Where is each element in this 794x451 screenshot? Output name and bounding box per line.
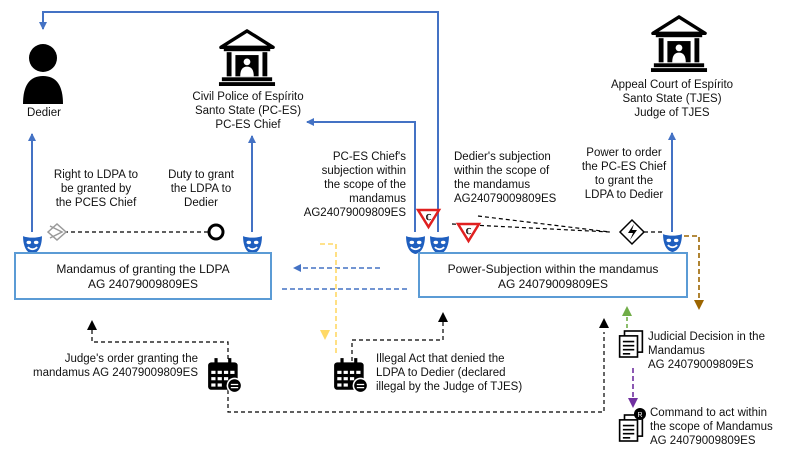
arrow-green-up [622, 306, 632, 316]
duty-label-line-3: Dedier [184, 197, 218, 209]
police-label-line-1: Civil Police of Espírito [192, 91, 304, 103]
right-label: Right to LDPA to be granted by the PCES … [40, 168, 152, 210]
arrow-brown-head [694, 300, 704, 310]
command-label: Command to act within the scope of Manda… [650, 406, 790, 448]
police-label-line-3: PC-ES Chief [215, 119, 281, 131]
mandamus-box-line-1: Mandamus of granting the LDPA [56, 262, 230, 276]
arrow-chief-subjection-to-police [306, 118, 416, 232]
line-illegal-black [351, 322, 444, 361]
chief-subjection-label: PC-ES Chief's subjection within the scop… [290, 150, 406, 220]
dedier-subjection-line-4: AG24079009809ES [454, 193, 557, 205]
power-label-line-1: Power to order [586, 147, 662, 159]
dedier-label: Dedier [27, 107, 61, 119]
power-bolt-icon [628, 224, 637, 240]
judicial-decision-line-2: Mandamus [648, 345, 705, 357]
duty-label: Duty to grant the LDPA to Dedier [156, 168, 246, 210]
police-label: Civil Police of Espírito Santo State (PC… [180, 90, 316, 132]
command-line-2: the scope of Mandamus [650, 421, 773, 433]
line-brown [684, 235, 700, 306]
subjection-triangle-icon-2 [455, 222, 482, 244]
line-subjection-power-2 [477, 215, 611, 233]
police-label-line-2: Santo State (PC-ES) [194, 105, 302, 117]
arrow-judge-order [87, 320, 97, 330]
right-chevron-icon [49, 225, 64, 239]
judicial-decision-document-icon [618, 330, 644, 358]
dedier-subjection-line-2: within the scope of [454, 165, 550, 177]
mandamus-box: Mandamus of granting the LDPA AG 2407900… [14, 252, 272, 300]
arrow-yellow-down [320, 330, 330, 340]
power-label-line-3: to grant the [594, 175, 654, 187]
command-line-1: Command to act within [650, 407, 767, 419]
court-label-line-2: Santo State (TJES) [622, 93, 722, 105]
right-label-line-2: be granted by [60, 183, 132, 195]
mandamus-box-line-2: AG 24079009809ES [87, 277, 199, 291]
illegal-act-label: Illegal Act that denied the LDPA to Dedi… [376, 352, 556, 394]
court-building-icon [650, 15, 708, 72]
chief-subjection-line-1: PC-ES Chief's [332, 151, 406, 163]
dedier-subjection-label: Dedier's subjection within the scope of … [454, 150, 572, 206]
power-holder-mask-icon [662, 233, 683, 253]
power-label: Power to order the PC-ES Chief to grant … [570, 146, 678, 202]
power-subjection-box: Power-Subjection within the mandamus AG … [418, 252, 688, 298]
right-label-line-1: Right to LDPA to [53, 169, 139, 181]
right-label-line-3: the PCES Chief [55, 197, 137, 209]
arrow-bottom-loop [599, 318, 609, 328]
illegal-act-line-3: illegal by the Judge of TJES) [376, 381, 523, 393]
judicial-decision-line-1: Judicial Decision in the [648, 331, 765, 343]
subjection-triangle-icon-1 [415, 208, 442, 230]
judge-order-label: Judge's order granting the mandamus AG 2… [30, 352, 198, 380]
chief-subjection-line-5: AG24079009809ES [303, 207, 406, 219]
duty-label-line-1: Duty to grant [168, 169, 234, 181]
line-subjection-power [451, 223, 611, 233]
judge-order-calendar-icon [207, 357, 244, 394]
illegal-act-line-1: Illegal Act that denied the [376, 353, 505, 365]
court-label: Appeal Court of Espírito Santo State (TJ… [602, 78, 742, 120]
command-line-3: AG 24079009809ES [650, 435, 756, 447]
subjection-triangle-mark-1: ℂ [426, 213, 432, 222]
court-label-line-1: Appeal Court of Espírito [610, 79, 734, 91]
power-label-line-2: the PC-ES Chief [581, 161, 667, 173]
duty-circle-icon [207, 223, 225, 241]
subjection-triangle-mark-2: ℂ [466, 227, 472, 236]
command-document-icon: R [618, 408, 646, 442]
line-illegal-act [320, 243, 337, 354]
illegal-act-line-2: LDPA to Dedier (declared [376, 367, 506, 379]
judge-order-line-1: Judge's order granting the [64, 353, 198, 365]
police-building-icon [218, 29, 276, 86]
person-icon [23, 44, 63, 104]
judicial-decision-label: Judicial Decision in the Mandamus AG 240… [648, 330, 788, 372]
power-subjection-box-line-1: Power-Subjection within the mandamus [447, 262, 659, 276]
dedier-subjection-line-1: Dedier's subjection [454, 151, 551, 163]
power-subjection-box-line-2: AG 24079009809ES [497, 277, 609, 291]
duty-label-line-2: the LDPA to [170, 183, 232, 195]
svg-text:R: R [637, 412, 642, 419]
chief-subjection-line-2: subjection within [321, 165, 406, 177]
power-label-line-4: LDPA to Dedier [584, 189, 664, 201]
arrow-power-to-dedier [39, 11, 439, 232]
chief-subjection-line-4: mandamus [349, 193, 406, 205]
judicial-decision-line-3: AG 24079009809ES [648, 359, 754, 371]
court-label-line-3: Judge of TJES [634, 107, 710, 119]
illegal-act-calendar-icon [333, 357, 370, 394]
arrow-purple-head [628, 398, 638, 408]
line-judge-order [91, 330, 229, 361]
dedier-subjection-line-3: the mandamus [454, 179, 531, 191]
chief-subjection-line-3: the scope of the [324, 179, 406, 191]
line-bottom-loop [227, 332, 605, 413]
judge-order-line-2: mandamus AG 24079009809ES [33, 367, 198, 379]
arrow-illegal-black [438, 312, 448, 322]
